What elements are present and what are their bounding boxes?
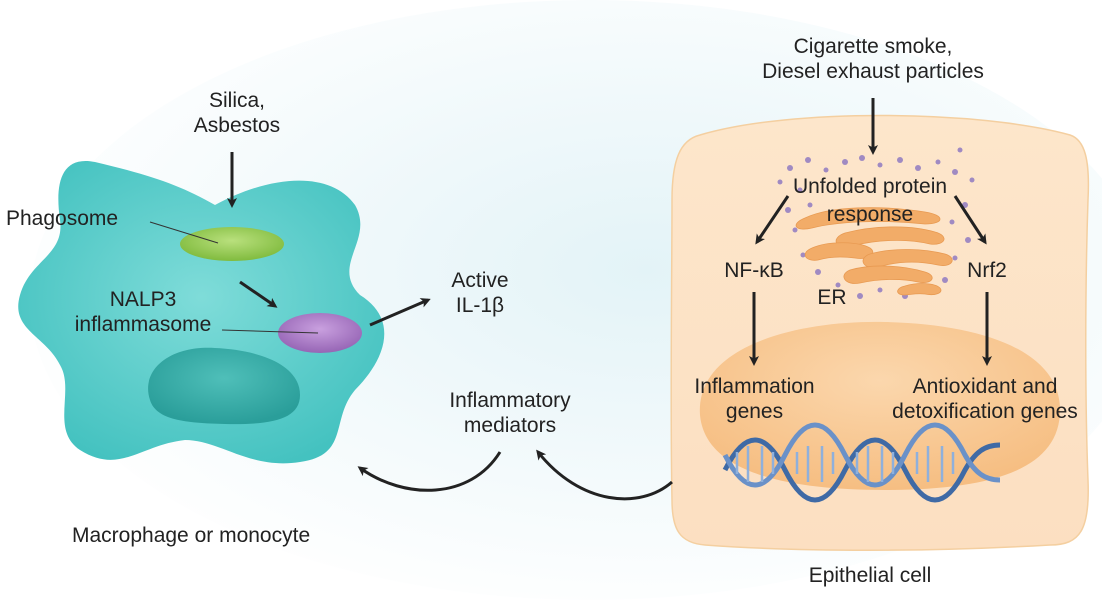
label-smoke-diesel: Cigarette smoke, Diesel exhaust particle… bbox=[728, 34, 1018, 84]
label-silica: Silica, bbox=[208, 89, 266, 112]
arrow-upr-to-nfkb bbox=[755, 195, 790, 245]
label-inflammatory: Inflammatory bbox=[449, 389, 571, 412]
caption-macrophage: Macrophage or monocyte bbox=[72, 524, 311, 547]
label-unfolded-protein-response: Unfolded protein response bbox=[770, 173, 970, 229]
label-il1b: IL-1β bbox=[455, 294, 505, 317]
label-detoxification-genes: detoxification genes bbox=[892, 400, 1078, 423]
phagosome-organelle bbox=[180, 227, 284, 261]
label-silica-asbestos: Silica, Asbestos bbox=[182, 88, 292, 138]
label-asbestos: Asbestos bbox=[193, 114, 281, 137]
inflammasome-organelle bbox=[278, 313, 362, 353]
label-response: response bbox=[826, 203, 914, 226]
label-inflammasome: inflammasome bbox=[74, 313, 212, 336]
arrows bbox=[227, 98, 992, 501]
label-nfkb: NF-κB bbox=[724, 259, 784, 282]
label-er: ER bbox=[817, 286, 847, 309]
label-nalp3-inflammasome: NALP3 inflammasome bbox=[48, 287, 238, 337]
arrow-phagosome-to-inflammasome bbox=[239, 280, 278, 308]
label-genes: genes bbox=[725, 400, 784, 423]
label-nalp3: NALP3 bbox=[109, 288, 177, 311]
label-cigarette-smoke: Cigarette smoke, bbox=[793, 35, 953, 58]
endoplasmic-reticulum bbox=[795, 207, 953, 296]
arrow-mediators-to-macrophage bbox=[357, 451, 502, 492]
arrow-epithelial-to-mediators bbox=[536, 449, 673, 501]
caption-epithelial: Epithelial cell bbox=[808, 564, 932, 587]
label-inflammatory-mediators: Inflammatory mediators bbox=[430, 388, 590, 438]
label-antioxidant-genes: Antioxidant and detoxification genes bbox=[870, 374, 1100, 424]
inflammasome-pointer bbox=[221, 329, 319, 334]
macrophage-nucleus bbox=[148, 347, 300, 425]
label-unfolded-protein: Unfolded protein bbox=[792, 175, 948, 198]
dna-helix bbox=[722, 422, 1001, 503]
label-antioxidant: Antioxidant and bbox=[912, 375, 1058, 398]
label-diesel-exhaust: Diesel exhaust particles bbox=[762, 60, 984, 83]
label-active-il1b: Active IL-1β bbox=[440, 268, 520, 318]
label-nrf2: Nrf2 bbox=[967, 259, 1007, 282]
label-phagosome: Phagosome bbox=[6, 207, 119, 230]
label-mediators: mediators bbox=[463, 414, 557, 437]
label-inflammation: Inflammation bbox=[694, 375, 815, 398]
phagosome-pointer bbox=[149, 221, 219, 244]
arrow-upr-to-nrf2 bbox=[953, 195, 987, 245]
label-inflammation-genes: Inflammation genes bbox=[672, 374, 837, 424]
label-active: Active bbox=[451, 269, 509, 292]
arrow-inflammasome-to-il1b bbox=[369, 298, 431, 327]
